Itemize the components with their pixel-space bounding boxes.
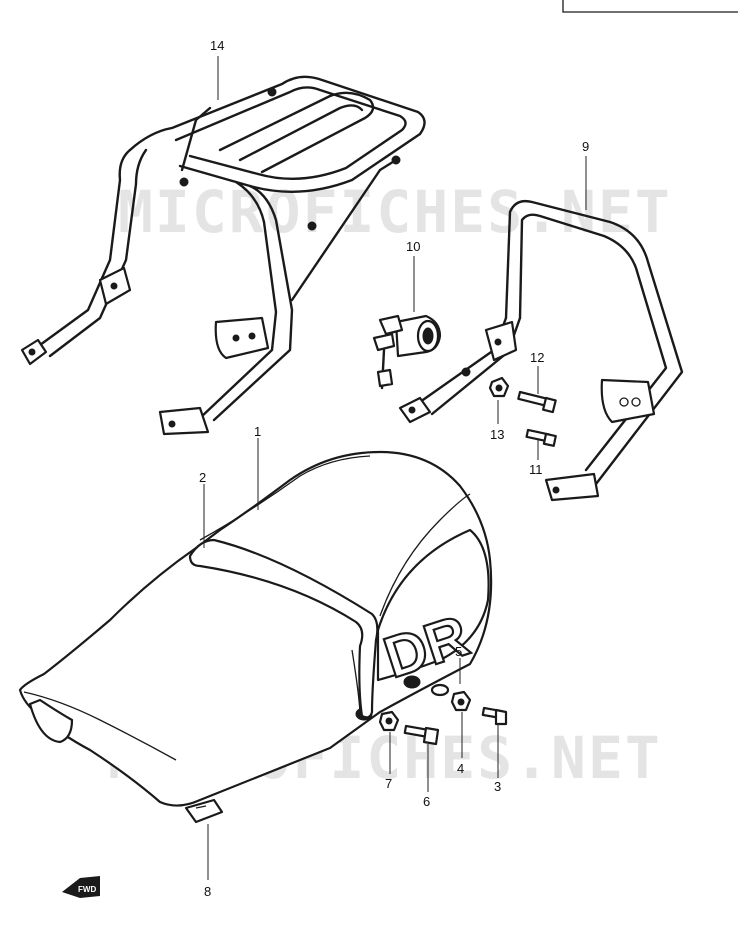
bolt-part-3[interactable] (481, 706, 508, 726)
grab-bar-part-9[interactable] (398, 199, 684, 502)
nut-part-4[interactable] (450, 690, 472, 712)
forward-arrow-label: FWD (78, 885, 96, 894)
callout-14: 14 (210, 38, 224, 53)
callout-12: 12 (530, 350, 544, 365)
seat-lock-part-10[interactable] (372, 314, 442, 390)
watermark-top: MICROFICHES.NET (118, 178, 672, 246)
washer-part-5[interactable] (430, 683, 450, 697)
leader-lines (203, 56, 587, 880)
callout-11: 11 (529, 462, 543, 477)
forward-arrow-icon: FWD (62, 876, 100, 898)
callout-numbers: 14 9 10 12 13 11 1 2 5 4 3 6 7 8 (199, 38, 589, 899)
callout-2: 2 (199, 470, 206, 485)
callout-1: 1 (254, 424, 261, 439)
rear-carrier-part-14[interactable] (20, 75, 426, 436)
seat-part-1[interactable]: DR (18, 450, 493, 807)
clip-part-8[interactable] (184, 798, 224, 824)
callout-8: 8 (204, 884, 211, 899)
callout-3: 3 (494, 779, 501, 794)
seat-band-part-2[interactable] (188, 538, 379, 719)
callout-4: 4 (457, 761, 464, 776)
nut-part-7[interactable] (378, 710, 400, 732)
nut-part-13[interactable] (488, 376, 510, 398)
bolt-part-12[interactable] (517, 390, 557, 414)
callout-5: 5 (455, 644, 462, 659)
callout-10: 10 (406, 239, 420, 254)
bolt-part-11[interactable] (525, 428, 557, 447)
frame-corner (562, 0, 738, 13)
callout-9: 9 (582, 139, 589, 154)
callout-7: 7 (385, 776, 392, 791)
bolt-part-6[interactable] (403, 724, 440, 746)
callout-13: 13 (490, 427, 504, 442)
callout-6: 6 (423, 794, 430, 809)
